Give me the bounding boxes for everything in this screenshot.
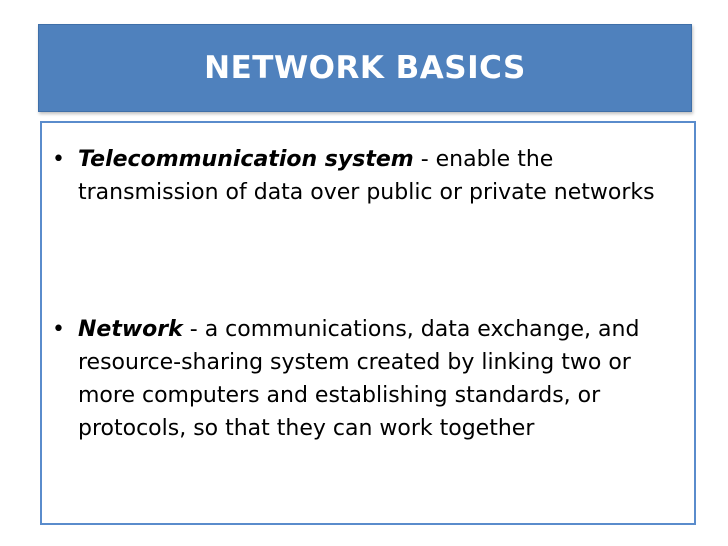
bullet-marker: • <box>52 317 65 342</box>
bullet-term: Telecommunication system <box>78 147 414 172</box>
title-bar: NETWORK BASICS <box>38 24 692 112</box>
bullet-marker: • <box>52 147 65 172</box>
content-box: • Telecommunication system - enable the … <box>40 121 696 525</box>
bullet-term: Network <box>78 317 183 342</box>
bullet-item: • Network - a communications, data excha… <box>52 313 682 445</box>
bullet-definition: - enable the transmission of data over p… <box>78 147 655 205</box>
bullet-item: • Telecommunication system - enable the … <box>52 143 682 209</box>
slide-title: NETWORK BASICS <box>204 50 526 86</box>
bullet-definition: - a communications, data exchange, and r… <box>78 317 640 441</box>
bullet-text: Telecommunication system - enable the tr… <box>78 143 682 209</box>
bullet-text: Network - a communications, data exchang… <box>78 313 682 445</box>
